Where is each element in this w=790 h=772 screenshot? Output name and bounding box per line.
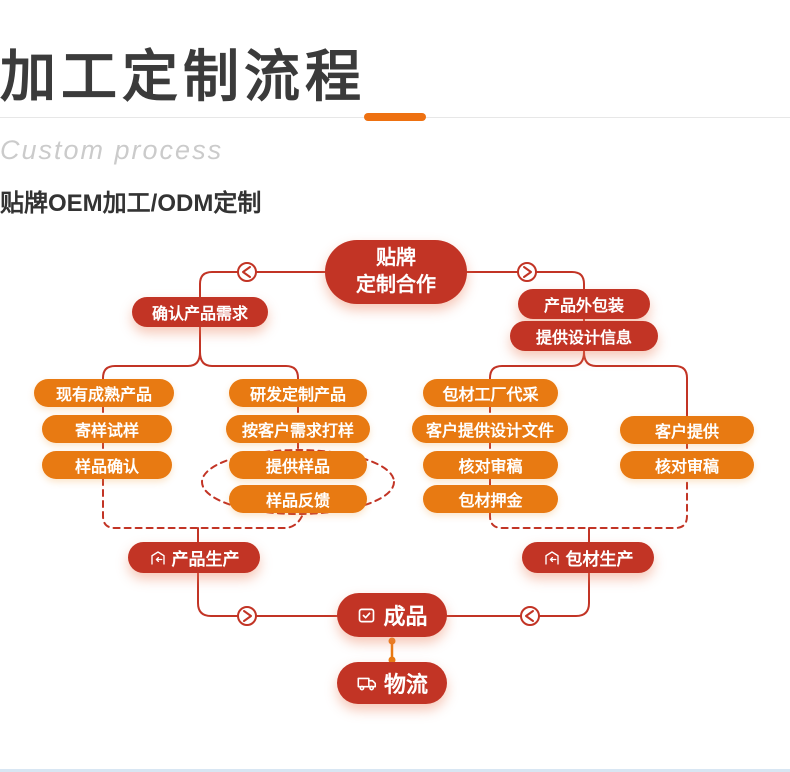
- box-check-icon: [356, 605, 377, 626]
- factory-return-icon: [543, 549, 561, 567]
- node-sample-feedback: 样品反馈: [229, 485, 367, 513]
- node-label: 成品: [383, 604, 428, 629]
- node-existing-product: 现有成熟产品: [34, 379, 174, 407]
- finished-logistics-connector: [388, 637, 396, 664]
- node-client-design-file: 客户提供设计文件: [412, 415, 568, 443]
- node-label: 定制合作: [356, 274, 436, 296]
- node-product-production: 产品生产: [128, 542, 260, 573]
- arrow-nodes: [237, 262, 540, 626]
- subtitle-english: Custom process: [0, 135, 224, 165]
- bottom-divider: [0, 769, 790, 772]
- node-label: 产品生产: [171, 550, 240, 569]
- node-sample-confirm: 样品确认: [42, 451, 172, 479]
- feedback-loop-ellipse: [201, 449, 395, 515]
- node-packaging-deposit: 包材押金: [423, 485, 558, 513]
- node-label: 物流: [383, 672, 428, 697]
- node-label: 贴牌: [376, 247, 416, 269]
- node-client-provide: 客户提供: [620, 416, 754, 444]
- page-title: 加工定制流程: [0, 45, 366, 108]
- chevron-right-icon: [237, 606, 257, 626]
- node-finished-product: 成品: [337, 593, 447, 637]
- node-product-packaging: 产品外包装: [518, 289, 650, 319]
- node-packaging-production: 包材生产: [522, 542, 654, 573]
- node-confirm-product-need: 确认产品需求: [132, 297, 268, 327]
- divider-accent: [364, 113, 426, 121]
- node-oem-cooperation: 贴牌 定制合作: [325, 240, 467, 304]
- node-logistics: 物流: [337, 662, 447, 704]
- dashed-connectors: [102, 405, 688, 529]
- node-send-sample: 寄样试样: [42, 415, 172, 443]
- solid-connectors: [102, 271, 688, 617]
- node-provide-design-info: 提供设计信息: [510, 321, 658, 351]
- node-check-draft-right: 核对审稿: [620, 451, 754, 479]
- node-packaging-factory-purchase: 包材工厂代采: [423, 379, 558, 407]
- tagline: 贴牌OEM加工/ODM定制: [0, 190, 262, 217]
- node-provide-sample: 提供样品: [229, 451, 367, 479]
- chevron-left-icon: [520, 606, 540, 626]
- chevron-right-icon: [517, 262, 537, 282]
- truck-icon: [356, 672, 378, 694]
- node-label: 包材生产: [565, 550, 634, 569]
- chevron-left-icon: [237, 262, 257, 282]
- node-rd-custom-product: 研发定制产品: [229, 379, 367, 407]
- node-proof-by-requirement: 按客户需求打样: [226, 415, 370, 443]
- factory-return-icon: [149, 549, 167, 567]
- node-check-draft-left: 核对审稿: [423, 451, 558, 479]
